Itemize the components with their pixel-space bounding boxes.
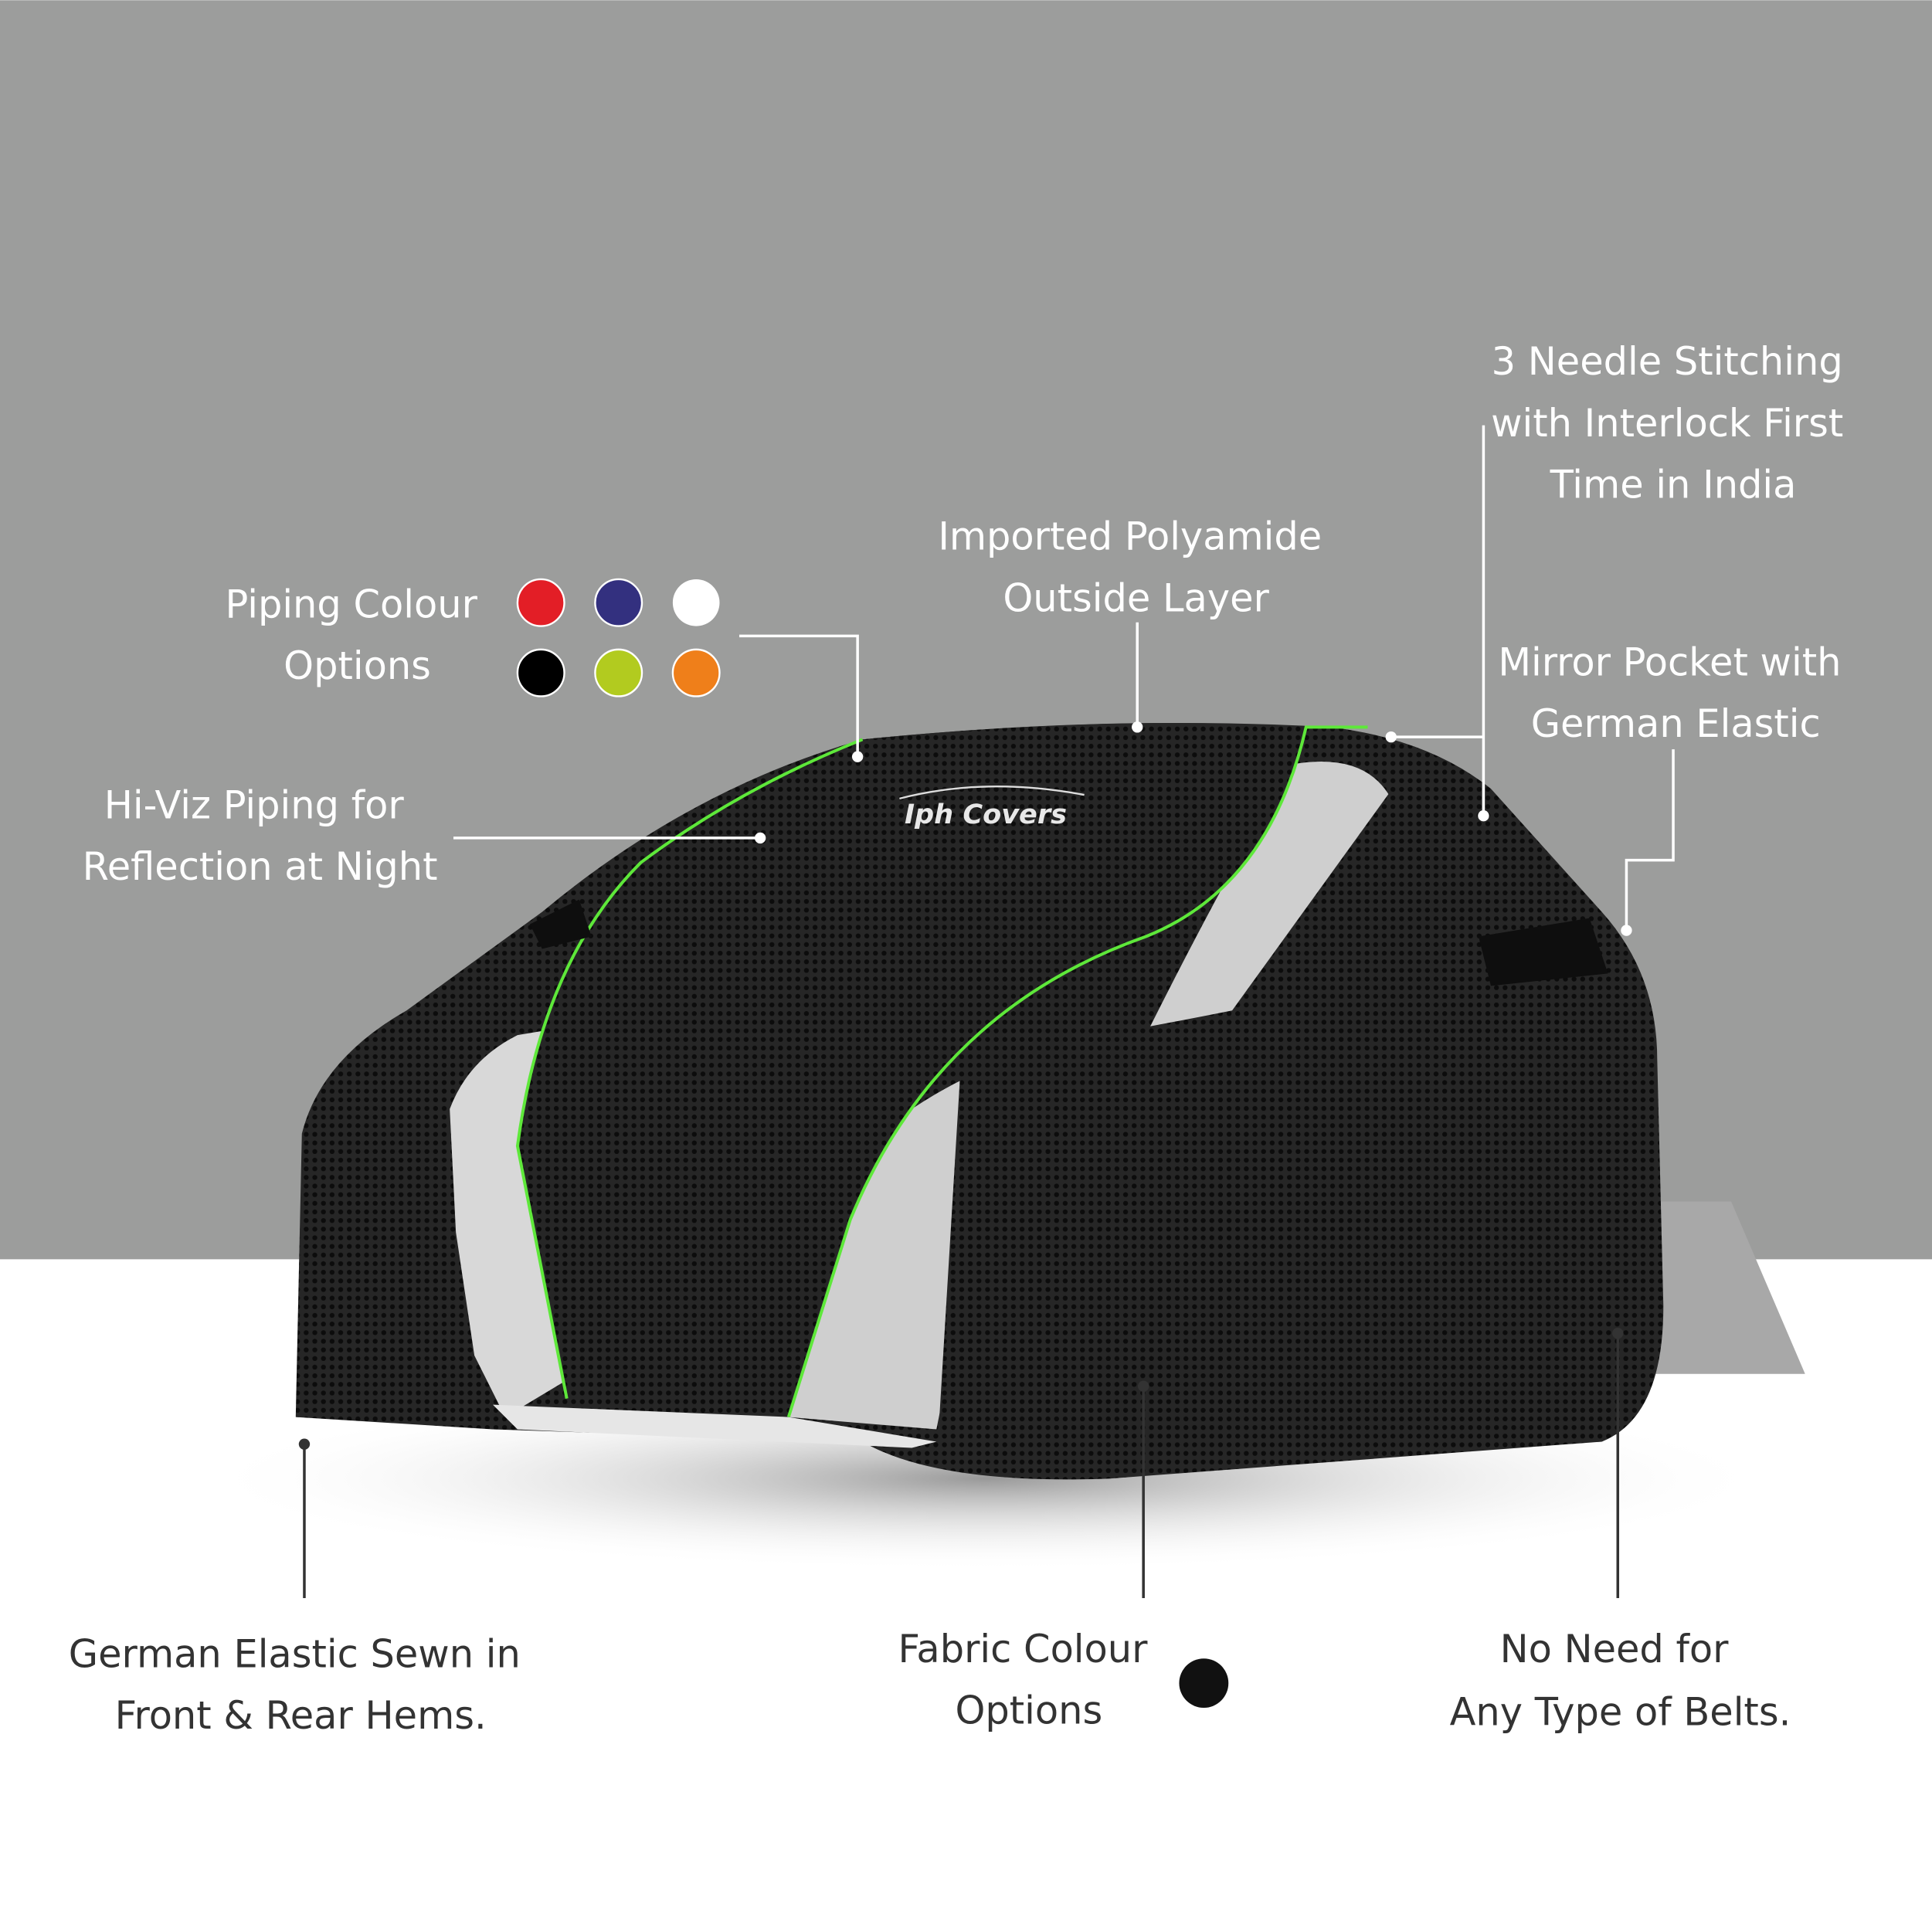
swatch-blue <box>594 578 643 627</box>
callout-stitching: 3 Needle Stitching with Interlock First … <box>1491 339 1856 507</box>
mirror-pocket-right <box>1479 918 1608 986</box>
swatch-lime <box>594 648 643 697</box>
floor-shadow <box>1638 1201 1805 1374</box>
callout-lines <box>298 425 1675 1599</box>
callout-fabric-colour: Fabric Colour Options <box>898 1627 1160 1733</box>
swatch-fabric-black <box>1179 1658 1229 1709</box>
swatch-orange <box>671 648 721 697</box>
callout-hi-viz: Hi-Viz Piping for Reflection at Night <box>83 782 438 889</box>
hi-viz-piping-left <box>515 738 864 1400</box>
callout-polyamide: Imported Polyamide Outside Layer <box>938 514 1334 621</box>
callout-mirror-pocket: Mirror Pocket with German Elastic <box>1498 640 1853 746</box>
brand-logo: Iph Covers <box>905 799 1067 830</box>
piping-colour-swatches <box>516 578 721 697</box>
covered-car: Iph Covers <box>295 723 1664 1480</box>
swatch-red <box>516 578 565 627</box>
logo-car-outline <box>899 786 1085 800</box>
callout-no-belts: No Need for Any Type of Belts. <box>1450 1627 1791 1734</box>
callout-elastic-hems: German Elastic Sewn in Front & Rear Hems… <box>69 1631 533 1738</box>
swatch-black <box>516 648 565 697</box>
cover-center-panel <box>517 723 1306 1417</box>
cover-right-panel <box>936 783 1658 1467</box>
mirror-pocket-left <box>529 899 592 949</box>
car-lip <box>493 1404 937 1448</box>
hi-viz-piping-right <box>786 725 1368 1418</box>
callout-piping-colour: Piping Colour Options <box>225 582 489 688</box>
swatch-white <box>672 579 720 626</box>
